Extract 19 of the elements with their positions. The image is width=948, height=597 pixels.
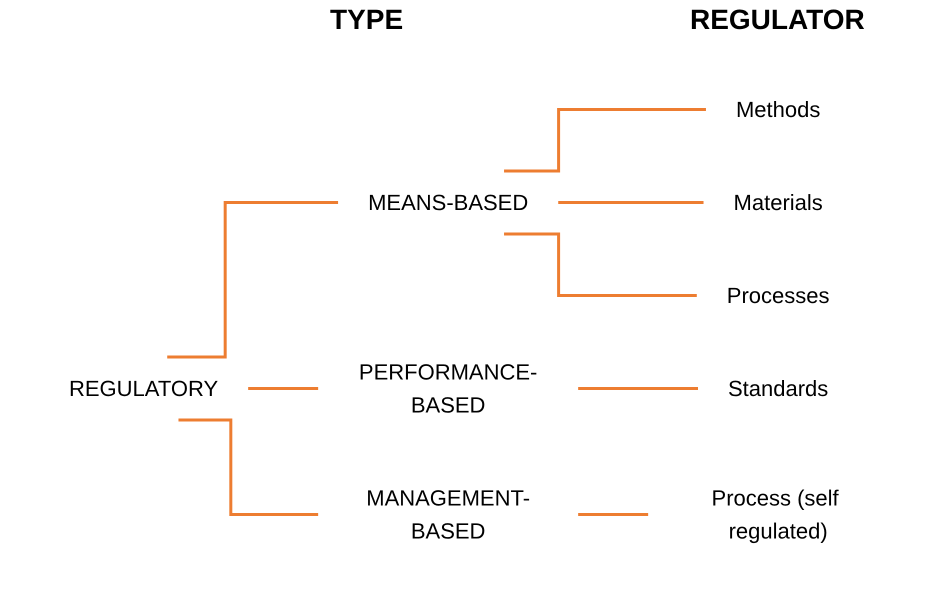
node-text: PERFORMANCE-BASED (359, 360, 538, 418)
connector (248, 387, 319, 390)
connector (504, 232, 698, 298)
column-heading: TYPE (330, 4, 404, 36)
node-text: MEANS-BASED (368, 190, 529, 216)
connector (578, 387, 698, 390)
node-text: MANAGEMENT-BASED (366, 486, 530, 544)
connector (178, 418, 319, 516)
connector (578, 513, 649, 516)
node-text: Materials (734, 190, 824, 216)
connector (168, 201, 338, 359)
node-text: Methods (736, 97, 821, 122)
connector (504, 108, 706, 173)
node-text: Processes (727, 283, 830, 308)
connector (558, 201, 704, 204)
column-heading: REGULATOR (690, 4, 865, 36)
node-text: REGULATORY (69, 376, 219, 402)
node-text: Process (self regulated) (712, 486, 840, 544)
node-text: Standards (728, 376, 829, 402)
